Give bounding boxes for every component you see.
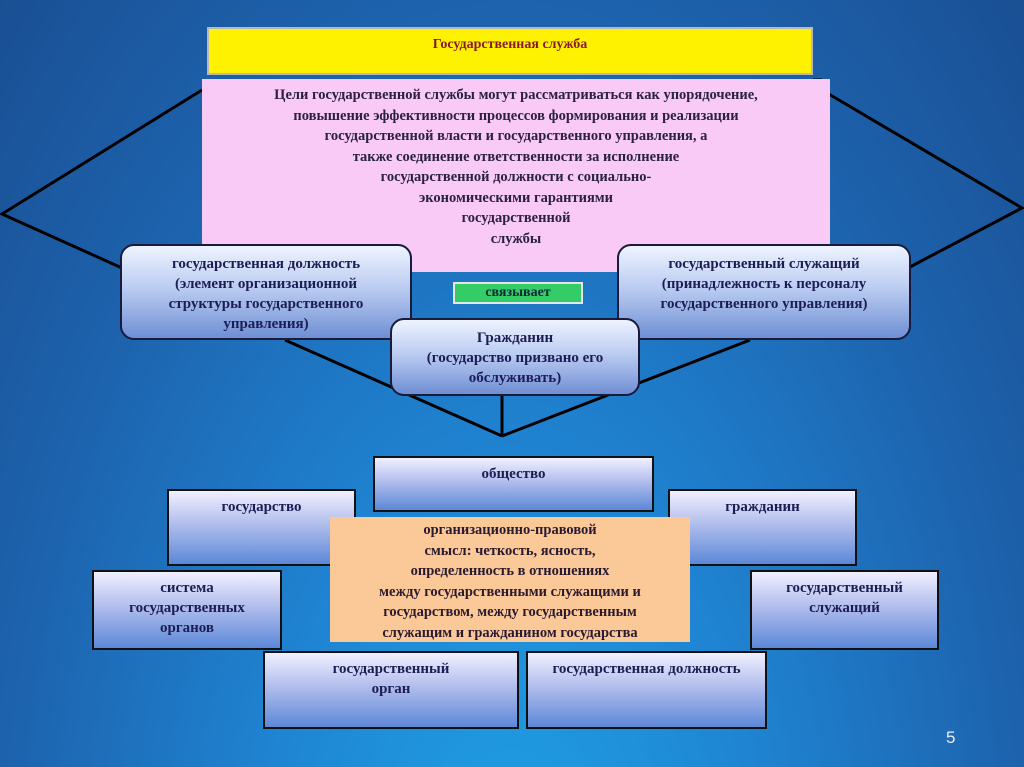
goals-box: Цели государственной службы могут рассма…: [202, 79, 830, 272]
position-bottom-box: государственная должность: [526, 651, 767, 729]
page-number: 5: [946, 728, 956, 747]
title-box: Государственная служба: [207, 27, 813, 75]
society-box: общество: [373, 456, 654, 512]
state-position-box: государственная должность (элемент орган…: [120, 244, 412, 340]
citizen-box: Гражданин (государство призвано его обсл…: [390, 318, 640, 396]
state-organ-box: государственный орган: [263, 651, 519, 729]
civil-servant-box: государственный служащий (принадлежность…: [617, 244, 911, 340]
state-bodies-system-box: система государственных органов: [92, 570, 282, 650]
left-diamond-line: [0, 88, 203, 270]
citizen-bottom-box: гражданин: [668, 489, 857, 566]
right-diamond-line: [821, 88, 1024, 270]
org-legal-meaning-box: организационно-правовой смысл: четкость,…: [330, 517, 690, 642]
connects-label: связывает: [453, 282, 583, 304]
state-box: государство: [167, 489, 356, 566]
title-text: Государственная служба: [432, 37, 588, 52]
servant-bottom-box: государственный служащий: [750, 570, 939, 650]
